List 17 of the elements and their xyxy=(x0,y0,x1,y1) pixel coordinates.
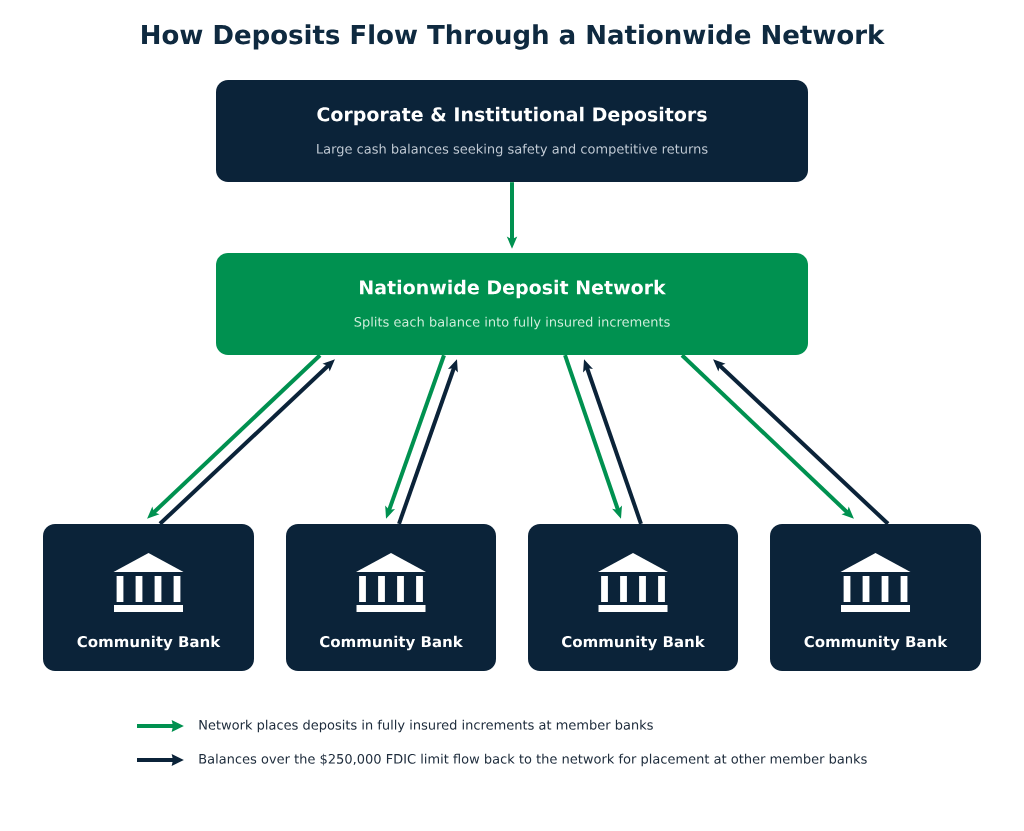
bank-label: Community Bank xyxy=(320,635,463,651)
bank-box xyxy=(528,524,738,671)
bank-box xyxy=(43,524,254,671)
bank-box xyxy=(770,524,981,671)
legend-text: Network places deposits in fully insured increments at member banks xyxy=(199,719,653,733)
box-heading: Nationwide Deposit Network xyxy=(360,279,667,299)
process-box xyxy=(216,253,808,355)
bank-label: Community Bank xyxy=(77,635,221,651)
box-subtitle: Large cash balances seeking safety and competitive returns xyxy=(317,143,708,157)
bank-label: Community Bank xyxy=(804,635,948,651)
title: How Deposits Flow Through a Nationwide Network xyxy=(142,24,885,50)
box-heading: Corporate & Institutional Depositors xyxy=(317,106,707,126)
bank-label: Community Bank xyxy=(562,635,705,651)
bank-box xyxy=(286,524,496,671)
process-box xyxy=(216,80,808,182)
legend-text: Balances over the $250,000 FDIC limit flow back to the network for placement at other member banks xyxy=(199,753,867,767)
box-subtitle: Splits each balance into fully insured increments xyxy=(354,316,670,330)
